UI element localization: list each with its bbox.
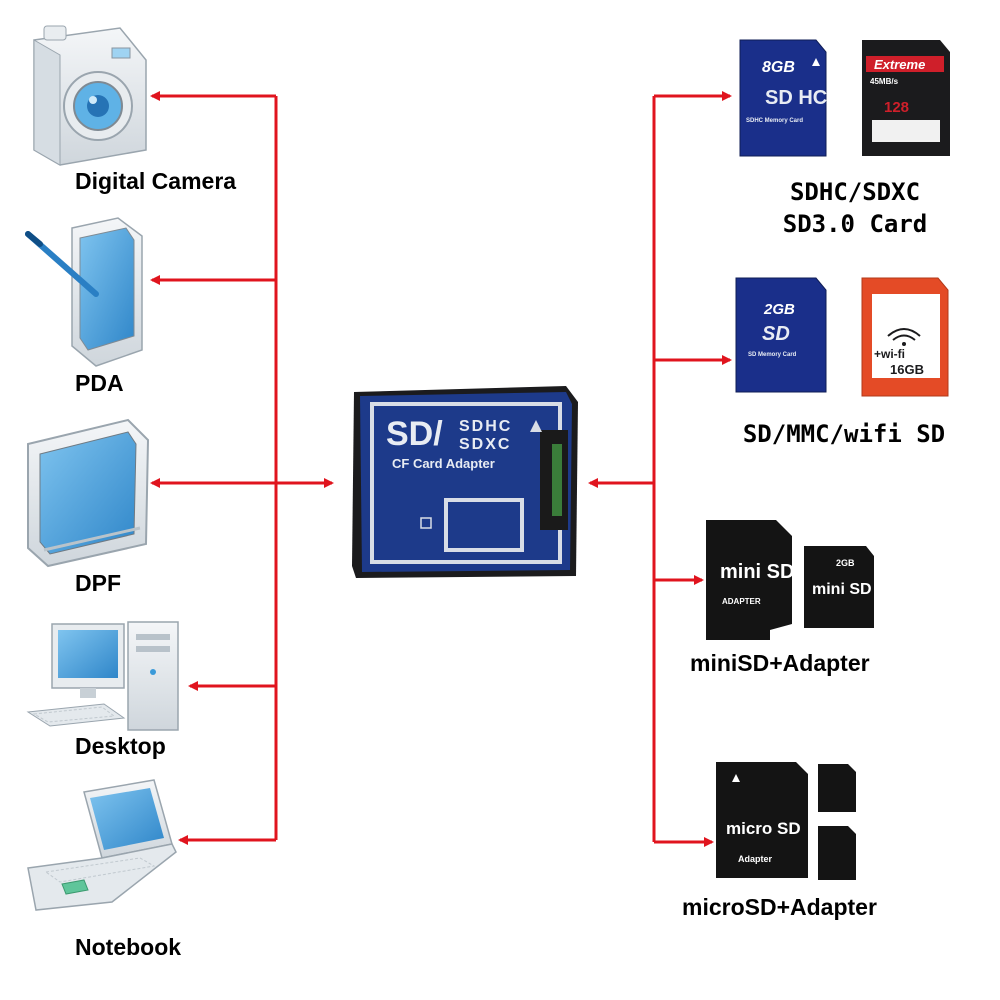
cf-adapter-card: SD/ SDHC SDXC CF Card Adapter bbox=[352, 386, 578, 578]
extreme-card: Extreme 45MB/s 128 bbox=[862, 40, 950, 156]
sd-label: SD/MMC/wifi SD bbox=[742, 420, 946, 448]
sd-card-name: SD Memory Card bbox=[748, 352, 797, 358]
minisd-card-logo: mini SD bbox=[812, 581, 872, 598]
left-connectors bbox=[150, 91, 334, 845]
sdhc-size-text: 8GB bbox=[762, 59, 795, 76]
extreme-speed-text: 45MB/s bbox=[870, 77, 899, 86]
dpf-icon bbox=[27, 418, 150, 568]
sdhc-label-line2: SD3.0 Card bbox=[782, 210, 928, 238]
adapter-sd-text: SD/ bbox=[386, 415, 443, 453]
pda-label: PDA bbox=[75, 370, 124, 396]
minisd-adapter: mini SD ADAPTER bbox=[706, 520, 794, 640]
minisd-size-text: 2GB bbox=[836, 558, 855, 568]
extreme-brand-text: Extreme bbox=[874, 57, 925, 72]
desktop-icon bbox=[26, 621, 179, 731]
sd-logo-text: SD bbox=[762, 323, 790, 345]
sdhc-label-line1: SDHC/SDXC bbox=[789, 178, 921, 206]
extreme-size-text: 128 bbox=[884, 99, 909, 116]
microsd-label: microSD+Adapter bbox=[682, 894, 877, 920]
sdhc-logo-text: SD HC bbox=[765, 87, 827, 109]
minisd-adapter-logo: mini SD bbox=[720, 561, 794, 583]
adapter-sdxc-text: SDXC bbox=[459, 436, 511, 453]
right-connectors bbox=[588, 91, 732, 847]
minisd-label: miniSD+Adapter bbox=[690, 650, 870, 676]
camera-icon bbox=[33, 25, 147, 166]
microsd-adapter: micro SD Adapter bbox=[716, 762, 808, 878]
microsd-adapter-text: Adapter bbox=[738, 854, 773, 864]
pda-icon bbox=[25, 217, 143, 367]
adapter-subtitle: CF Card Adapter bbox=[392, 456, 495, 471]
desktop-label: Desktop bbox=[75, 733, 166, 759]
notebook-label: Notebook bbox=[75, 934, 182, 960]
sd-card: 2GB SD SD Memory Card bbox=[735, 277, 827, 393]
adapter-sdhc-text: SDHC bbox=[459, 418, 512, 435]
microsd-card-bottom bbox=[818, 826, 856, 880]
sd-size-text: 2GB bbox=[763, 301, 795, 318]
minisd-adapter-text: ADAPTER bbox=[722, 597, 761, 606]
sdhc-card: 8GB SD HC SDHC Memory Card bbox=[739, 39, 827, 157]
sdhc-card-name: SDHC Memory Card bbox=[746, 118, 803, 124]
camera-label: Digital Camera bbox=[75, 168, 237, 194]
microsd-card-top bbox=[818, 764, 856, 812]
wifi-sd-card: +wi-fi 16GB bbox=[861, 277, 949, 397]
microsd-adapter-logo: micro SD bbox=[726, 819, 801, 838]
wifi-size-text: 16GB bbox=[890, 362, 924, 377]
minisd-card: 2GB mini SD bbox=[804, 546, 874, 628]
wifi-text: +wi-fi bbox=[874, 347, 905, 361]
notebook-icon bbox=[27, 779, 177, 911]
dpf-label: DPF bbox=[75, 570, 121, 596]
